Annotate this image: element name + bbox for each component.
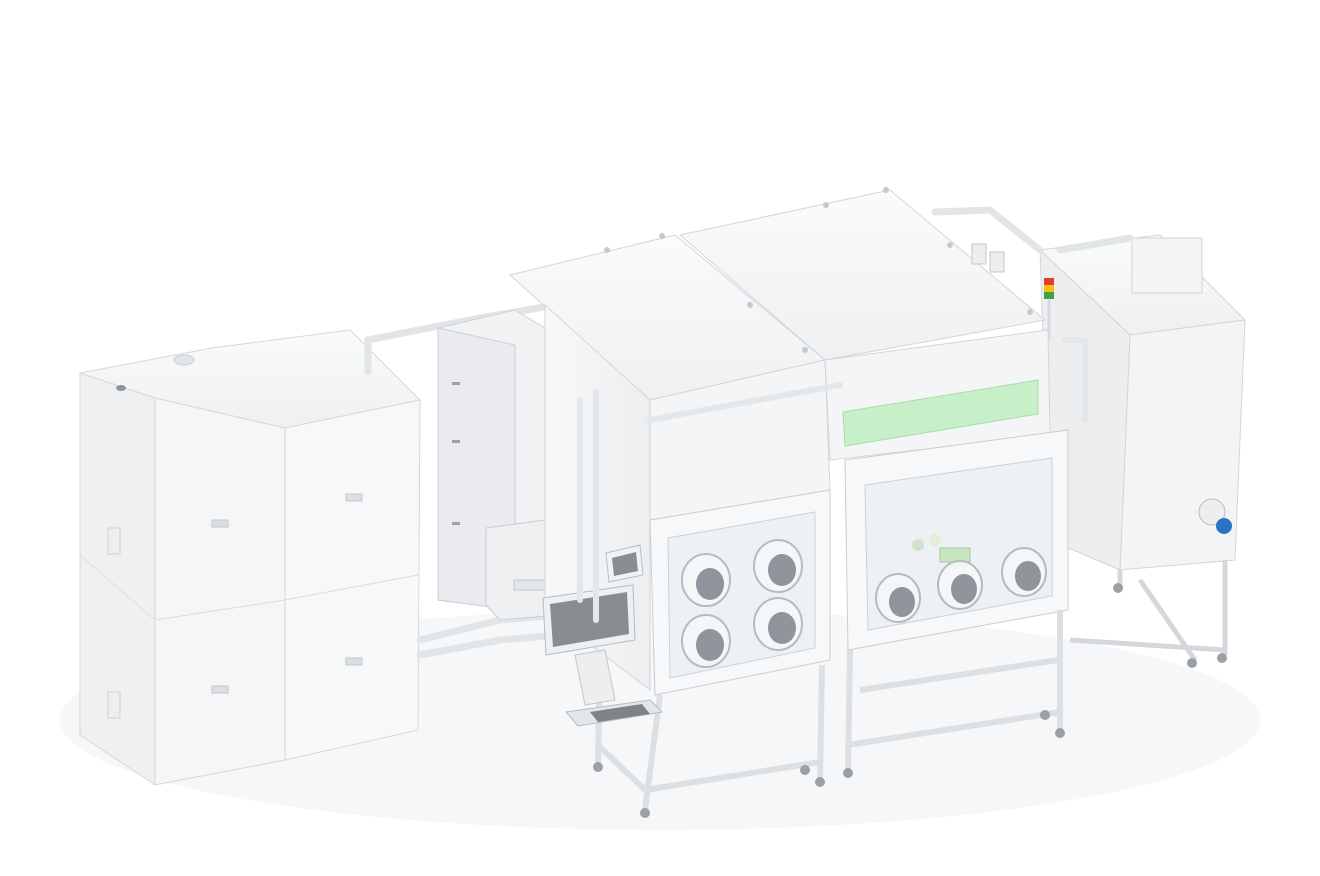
green-view-window xyxy=(842,379,1039,447)
door-handle xyxy=(345,657,363,666)
glovebox-right xyxy=(678,187,1069,778)
glove-ports-right xyxy=(875,547,1047,623)
chamber-port xyxy=(1198,498,1226,526)
door-handle xyxy=(211,685,229,694)
touch-panel-screen xyxy=(612,552,638,576)
right-chamber-top-box xyxy=(1131,237,1203,294)
gas-purifier-cabinet xyxy=(78,329,422,786)
caster xyxy=(1187,658,1197,668)
caster xyxy=(1217,653,1227,663)
blue-port-cap xyxy=(1216,518,1232,534)
glove-ports-left xyxy=(681,539,803,668)
signal-tower-light xyxy=(1044,278,1054,340)
door-handle xyxy=(345,493,363,502)
monitor-screen xyxy=(550,592,629,647)
keyboard xyxy=(590,704,650,722)
right-chamber xyxy=(1038,234,1247,668)
caster xyxy=(1113,583,1123,593)
top-piping xyxy=(577,337,1088,623)
door-handle xyxy=(211,519,229,528)
operator-console xyxy=(542,544,664,727)
